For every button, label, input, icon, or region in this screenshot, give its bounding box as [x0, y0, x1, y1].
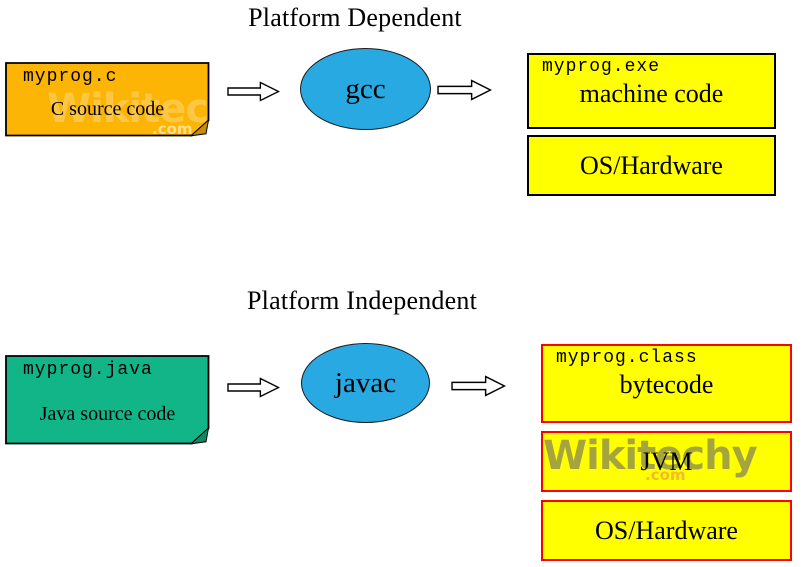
machine-code-box: myprog.exe machine code	[527, 53, 776, 129]
os-hardware-box: OS/Hardware	[541, 500, 792, 561]
exe-filename: myprog.exe	[542, 57, 661, 77]
c-source-label: C source code	[50, 98, 165, 120]
folded-corner-icon	[189, 118, 210, 137]
note-shape	[5, 62, 210, 137]
note-shape	[5, 355, 210, 445]
java-source-file-note: myprog.java Java source code	[5, 355, 210, 445]
os-hardware-label: OS/Hardware	[580, 150, 723, 180]
bytecode-label: bytecode	[619, 370, 714, 399]
bytecode-box: myprog.class bytecode	[541, 344, 792, 423]
c-source-filename: myprog.c	[23, 67, 118, 87]
javac-compiler-ellipse: javac	[301, 343, 430, 423]
gcc-compiler-ellipse: gcc	[300, 48, 431, 130]
jvm-label: JVM	[640, 446, 693, 476]
java-source-label: Java source code	[39, 403, 176, 425]
java-source-filename: myprog.java	[23, 360, 153, 380]
platform-dependent-title: Platform Dependent	[248, 3, 462, 32]
block-arrow-icon	[451, 375, 506, 397]
jvm-box: JVM	[541, 431, 792, 492]
os-hardware-box: OS/Hardware	[527, 135, 776, 196]
gcc-label: gcc	[345, 72, 386, 105]
block-arrow-icon	[437, 79, 492, 101]
class-filename: myprog.class	[556, 348, 698, 368]
platform-independent-title: Platform Independent	[247, 286, 477, 315]
javac-label: javac	[334, 366, 397, 399]
os-hardware-label: OS/Hardware	[595, 515, 738, 545]
folded-corner-icon	[189, 426, 210, 445]
machine-code-label: machine code	[579, 79, 724, 108]
c-source-file-note: myprog.c C source code	[5, 62, 210, 137]
block-arrow-icon	[227, 377, 280, 398]
block-arrow-icon	[227, 81, 280, 102]
